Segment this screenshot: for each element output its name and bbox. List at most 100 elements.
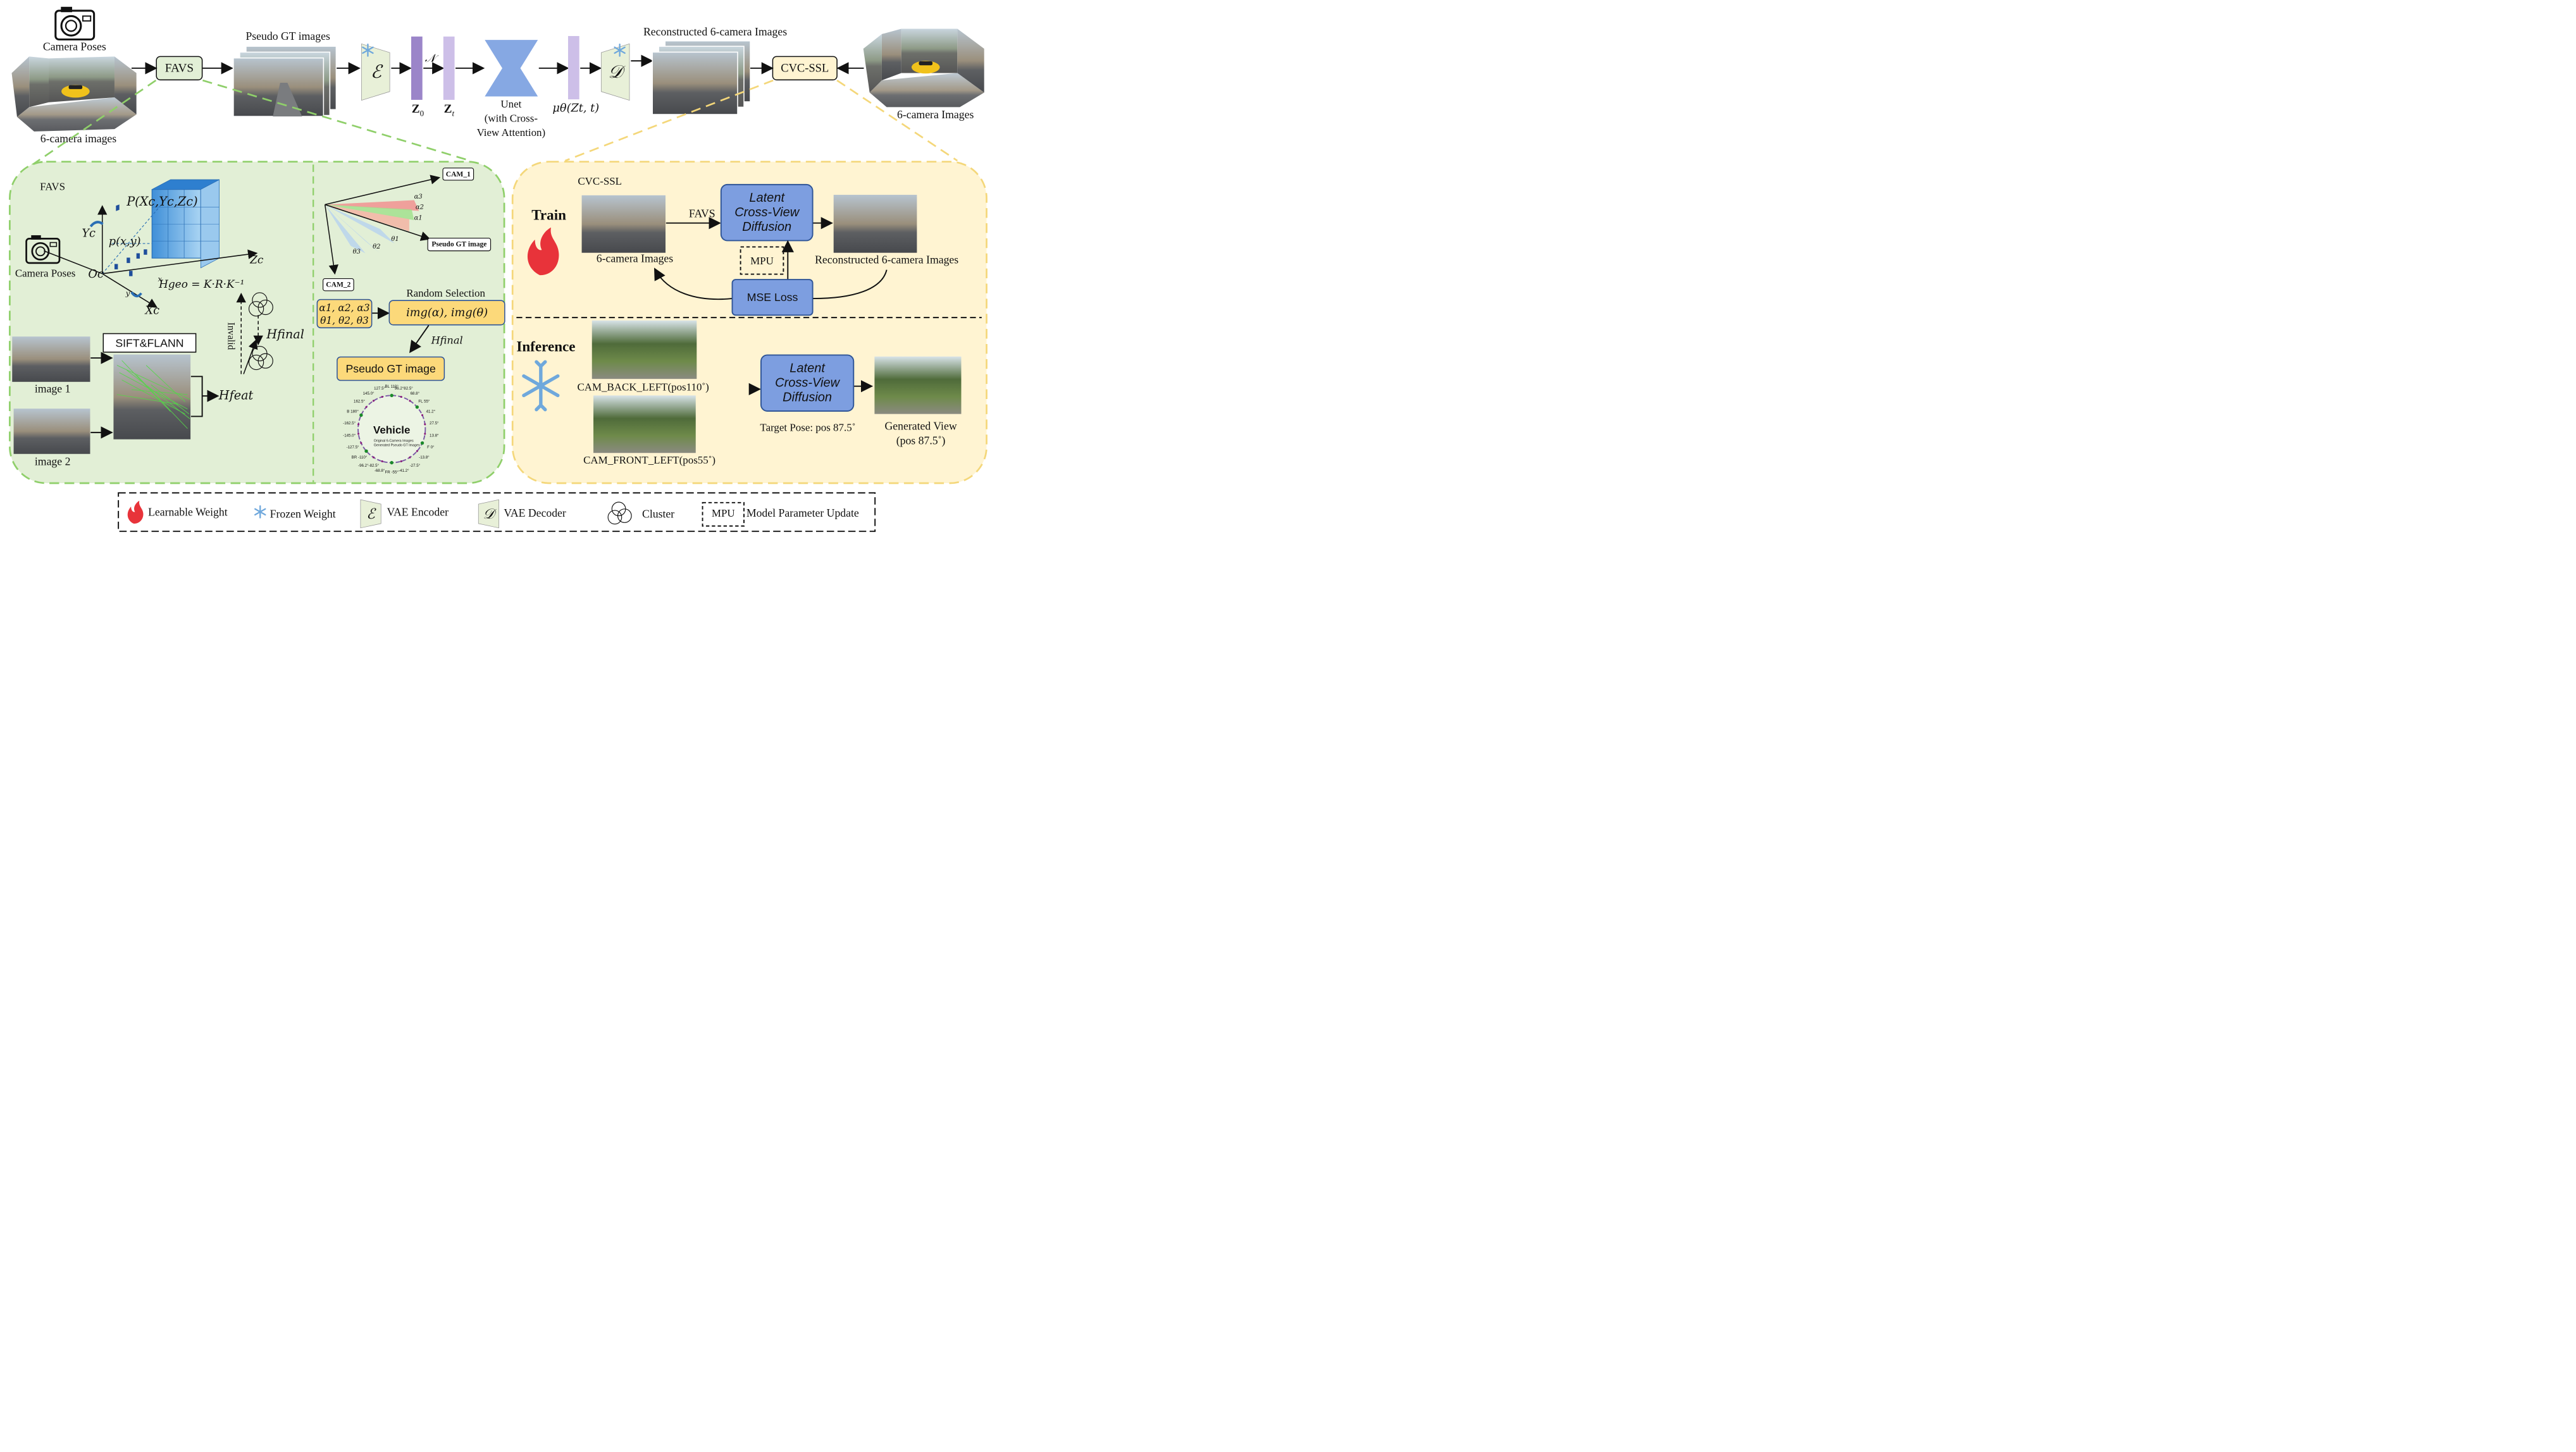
six-camera-images-label: 6-camera images	[40, 132, 117, 145]
ring-angle-label: 145.0°	[363, 391, 375, 396]
cvc-ssl-panel-title: CVC-SSL	[578, 175, 622, 187]
oc-label: Oc	[88, 268, 104, 281]
alpha3-label: α3	[414, 194, 423, 200]
ring-angle-dot	[421, 414, 424, 416]
alpha2-label: α2	[416, 204, 424, 211]
curve-output-to-mse	[813, 269, 888, 300]
pseudo-gt-image-tag	[427, 238, 492, 252]
vehicle-angle-ring: BL 110°96.2°82.5°68.8°FL 55°41.2°27.5°13…	[343, 385, 439, 475]
pseudo-gt-image-tag-label: Pseudo GT image	[431, 241, 486, 249]
train-latent-line1: Latent	[749, 191, 785, 205]
y-axis-small-label: y	[125, 288, 130, 297]
cam-front-left-image	[593, 395, 696, 453]
encoder-symbol: ℰ	[371, 63, 383, 82]
six-camera-ring-left	[11, 56, 137, 132]
hfinal-selection-label: Hfinal	[431, 335, 463, 347]
img-function-label: img(α), img(θ)	[406, 307, 488, 319]
favs-panel-title: FAVS	[40, 180, 65, 192]
inference-latent-line2: Cross-View	[775, 376, 841, 390]
unet-line3: View Attention)	[477, 126, 546, 138]
x-axis-small-label: x	[158, 274, 163, 283]
legend-learnable: Learnable Weight	[148, 506, 228, 519]
vehicle-legend-generated: Generated Pseudo GT Images	[374, 443, 420, 447]
alpha1-label: α1	[414, 214, 423, 221]
ring-angle-dot	[372, 400, 375, 402]
inference-latent-diffusion-box	[760, 354, 855, 412]
reconstructed-image-stack	[652, 40, 751, 115]
invalid-arrow	[243, 339, 258, 374]
inference-label: Inference	[516, 338, 575, 354]
mu-latent-bar	[567, 35, 579, 100]
framework-diagram: Camera Poses 6-camera images FAVS Pseudo…	[9, 6, 988, 532]
legend-decoder: VAE Decoder	[504, 507, 566, 519]
green-dashed-connector-left	[26, 79, 157, 169]
yellow-dashed-connector-left	[564, 79, 774, 162]
arrow-mse-to-input	[653, 268, 732, 300]
vehicle-label: Vehicle	[373, 424, 410, 436]
alphas-label: α1, α2, α3	[319, 302, 369, 314]
projection-geometry	[44, 179, 258, 308]
camera-icon	[54, 6, 96, 40]
thetas-label: θ1, θ2, θ3	[320, 315, 369, 326]
pseudo-gt-images-label: Pseudo GT images	[245, 30, 330, 42]
inference-latent-line1: Latent	[790, 361, 826, 375]
cam-back-left-label: CAM_BACK_LEFT(pos110˚)	[577, 381, 709, 393]
target-pose-label: Target Pose: pos 87.5˚	[760, 422, 855, 434]
ring-angle-dot	[415, 405, 419, 409]
legend-encoder-symbol: ℰ	[366, 506, 376, 522]
yellow-dashed-connector-right	[836, 79, 958, 162]
ring-angle-label: 68.8°	[411, 391, 420, 396]
legend-encoder: VAE Encoder	[387, 506, 449, 519]
unet-line1: Unet	[500, 98, 521, 110]
camera-icon	[25, 235, 61, 264]
vehicle-legend-original: Original 6-Camera Images	[374, 440, 414, 443]
ring-angle-dot	[409, 400, 411, 402]
zc-label: Zc	[249, 254, 264, 266]
legend-encoder-shape	[360, 499, 381, 529]
ring-angle-label: 41.2°	[426, 410, 436, 414]
ring-angle-dot	[390, 460, 393, 465]
cvc-ssl-box-label: CVC-SSL	[781, 62, 829, 75]
vae-encoder: ℰ	[361, 43, 390, 101]
image2-label: image 2	[35, 455, 71, 467]
legend-mpu: MPU	[712, 507, 735, 519]
ring-angle-dot	[357, 433, 360, 435]
ring-angle-label: -127.5°	[347, 445, 359, 450]
pxy-label: p(x,y)	[109, 235, 141, 248]
train-output-caption: Reconstructed 6-camera Images	[815, 254, 958, 266]
legend-cluster-icon	[607, 501, 632, 525]
ring-angle-label: -27.5°	[410, 464, 421, 468]
train-latent-line3: Diffusion	[742, 220, 791, 234]
ring-angle-label: FR -55°	[385, 471, 399, 475]
pseudo-gt-box	[337, 356, 445, 381]
ring-angle-dot	[365, 406, 368, 409]
cam-back-left-image	[591, 320, 697, 379]
ring-angle-label: 96.2°82.5°	[395, 386, 413, 391]
ring-angle-dot	[400, 395, 402, 398]
ring-angle-label: F 0°	[427, 445, 435, 450]
ring-angle-dot	[390, 393, 393, 398]
mse-loss-label: MSE Loss	[747, 291, 798, 304]
mpu-label: MPU	[750, 255, 774, 267]
generated-view-line2: (pos 87.5˚)	[896, 434, 946, 446]
ring-angle-label: FL 55°	[418, 399, 430, 403]
point-p-label: P(Xc,Yc,Zc)	[126, 194, 197, 209]
train-output-image	[833, 195, 917, 253]
cam1-tag	[442, 168, 474, 181]
ring-angle-dot	[372, 456, 375, 458]
z0-latent-bar	[411, 36, 423, 100]
ring-angle-label: -41.2°	[399, 469, 409, 473]
ring-angle-label: BR -110°	[352, 455, 368, 460]
ring-angle-dot	[409, 456, 411, 458]
ring-angle-label: -145.0°	[343, 433, 356, 438]
train-input-caption: 6-camera Images	[597, 252, 673, 264]
ring-angle-label: 162.5°	[354, 399, 365, 403]
ring-angle-dot	[400, 460, 402, 463]
unet-shape	[485, 40, 538, 97]
train-latent-line2: Cross-View	[734, 206, 800, 219]
yc-label: Yc	[82, 227, 96, 240]
ring-angle-label: B 180°	[347, 410, 359, 414]
image1-thumbnail	[12, 336, 90, 382]
theta1-label: θ1	[391, 236, 399, 243]
image1-label: image 1	[35, 383, 71, 395]
